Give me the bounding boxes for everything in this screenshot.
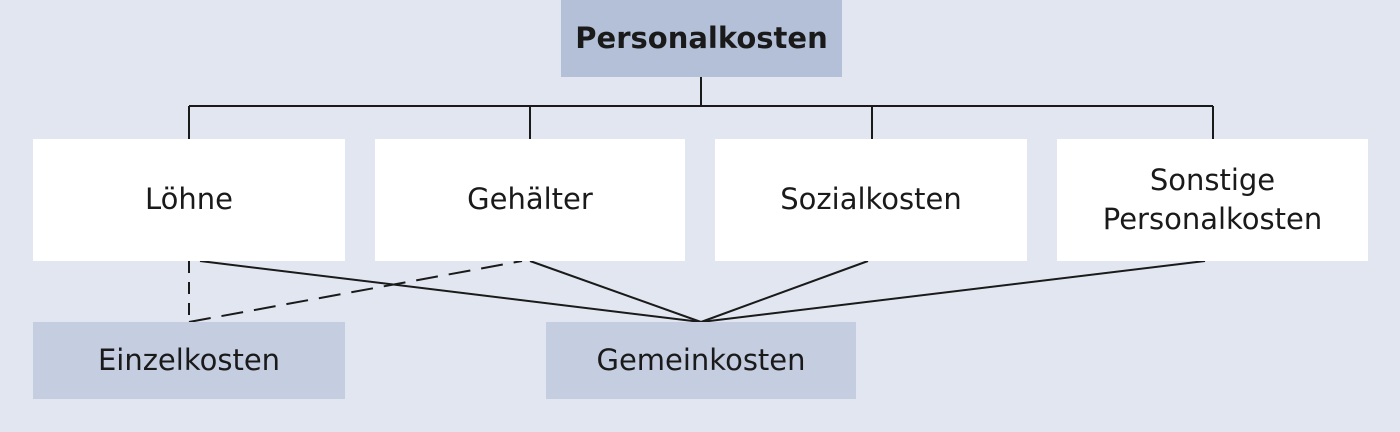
root-label: Personalkosten (575, 20, 828, 55)
gehalter-to-einzelkosten-dashed-line (188, 260, 523, 323)
category-label-lohne: Löhne (145, 182, 233, 217)
root-node-personalkosten: Personalkosten (561, 0, 842, 77)
category-label-sonstige: Sonstige Personalkosten (1103, 161, 1322, 239)
target-node-gemeinkosten: Gemeinkosten (546, 322, 856, 399)
category-label-sozialkosten: Sozialkosten (780, 182, 962, 217)
gehalter-to-gemeinkosten-line (529, 260, 702, 323)
category-node-sonstige: Sonstige Personalkosten (1057, 139, 1368, 261)
category-label-gehalter: Gehälter (467, 182, 593, 217)
lohne-to-gemeinkosten-line (199, 260, 702, 323)
target-node-einzelkosten: Einzelkosten (33, 322, 345, 399)
category-label-sonstige-line1: Sonstige (1149, 162, 1276, 197)
target-label-einzelkosten: Einzelkosten (97, 342, 281, 377)
sonstige-to-gemeinkosten-line (700, 260, 1206, 323)
category-node-lohne: Löhne (33, 139, 345, 261)
category-node-gehalter: Gehälter (375, 139, 685, 261)
target-label-gemeinkosten: Gemeinkosten (596, 342, 806, 377)
category-label-sonstige-line2: Personalkosten (1102, 202, 1323, 236)
category-node-sozialkosten: Sozialkosten (715, 139, 1027, 261)
sozialkosten-to-gemeinkosten-line (700, 260, 869, 323)
